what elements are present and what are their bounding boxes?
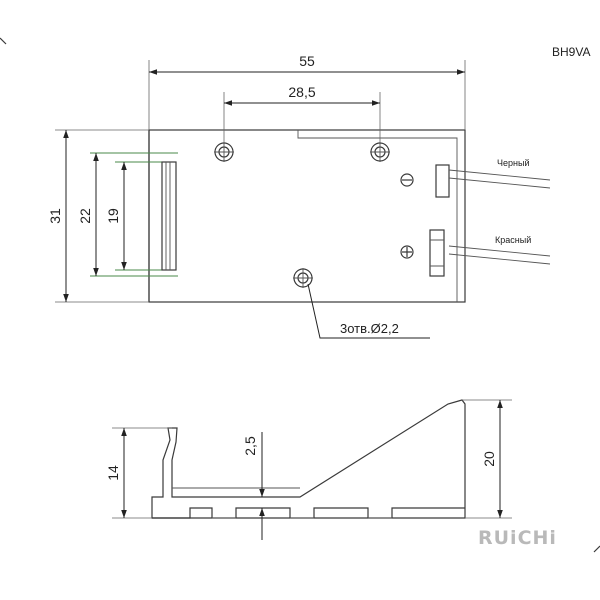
dim-overall-height-label: 31 xyxy=(47,208,63,224)
mount-hole-1 xyxy=(214,142,234,162)
screw-plus-icon xyxy=(400,245,414,259)
mount-hole-2 xyxy=(370,142,390,162)
top-inner-recess xyxy=(297,130,458,302)
corner-mark-bottom-right xyxy=(593,545,600,553)
dim-slot-inner-label: 19 xyxy=(105,208,121,224)
dim-base-thickness-label: 2,5 xyxy=(242,436,258,456)
mount-hole-3 xyxy=(293,268,313,288)
clip-blade xyxy=(161,161,177,271)
terminal-red xyxy=(429,229,445,277)
wire-black xyxy=(448,169,551,189)
dim-hole-pitch-label: 28,5 xyxy=(288,84,315,100)
model-label: BH9VA xyxy=(552,45,590,59)
top-body-outline xyxy=(148,129,466,303)
wire-label-red: Красный xyxy=(495,235,531,245)
dim-total-height-label: 20 xyxy=(481,451,497,467)
side-view: 14 2,5 20 xyxy=(105,399,512,540)
top-view: Черный Красный 55 28,5 31 22 19 3отв.Ø2,… xyxy=(47,53,551,339)
dim-overall-length-label: 55 xyxy=(299,53,315,69)
corner-mark-top-left xyxy=(0,37,7,45)
slot-outer-lines xyxy=(90,152,178,277)
brand-logo: RUiCHi xyxy=(478,527,557,549)
dim-slot-outer-label: 22 xyxy=(77,208,93,224)
dim-clip-height-label: 14 xyxy=(105,465,121,481)
wire-label-black: Черный xyxy=(497,158,529,168)
side-base-feet xyxy=(152,507,465,519)
holes-callout-leader xyxy=(307,283,430,339)
terminal-black xyxy=(435,164,450,198)
wire-red xyxy=(448,245,551,265)
holes-callout-label: 3отв.Ø2,2 xyxy=(340,321,399,336)
screw-minus-icon xyxy=(400,173,414,187)
side-body-profile xyxy=(151,399,466,519)
